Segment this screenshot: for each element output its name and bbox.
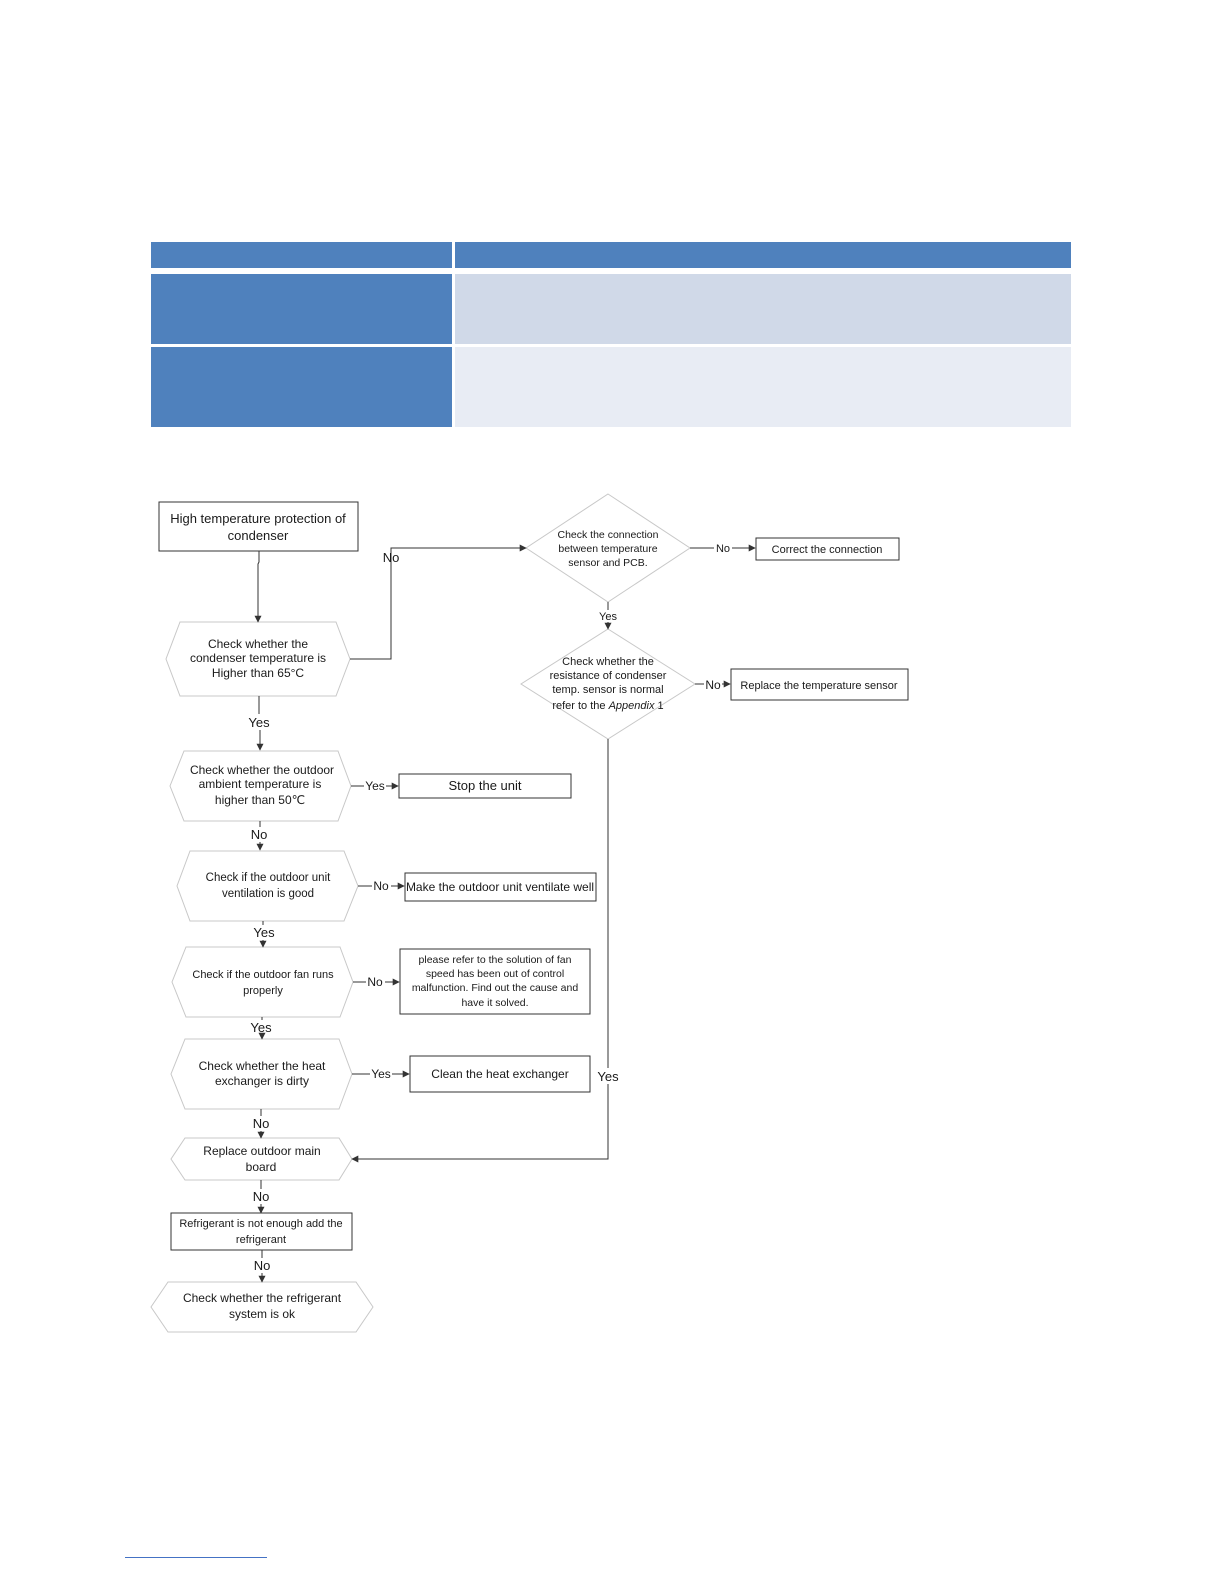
table-header-cell-left — [151, 242, 452, 268]
label-yes-ventilation: Yes — [253, 925, 275, 940]
check-connection-line-2: between temperature — [558, 543, 657, 555]
check-heat-exchanger-node: Check whether the heat exchanger is dirt… — [170, 1038, 353, 1110]
label-yes-ambient: Yes — [365, 779, 385, 793]
fan-solution-line-3: malfunction. Find out the cause and — [412, 982, 579, 994]
label-no-mainboard: No — [253, 1189, 270, 1204]
check-refrigerant-system-node: Check whether the refrigerant system is … — [150, 1281, 374, 1333]
label-no-ambient: No — [251, 827, 268, 842]
refrigerant-low-line-2: refrigerant — [236, 1234, 286, 1246]
check-ventilation-line-1: Check if the outdoor unit — [206, 872, 331, 884]
label-no-resistance: No — [705, 678, 721, 692]
label-no-refrigerant: No — [254, 1258, 271, 1273]
check-condenser-temp-node: Check whether the condenser temperature … — [165, 621, 351, 697]
check-sensor-resistance-line-4: refer to the Appendix 1 — [552, 700, 663, 712]
label-yes-resistance: Yes — [597, 1069, 619, 1084]
label-no-fan: No — [367, 975, 383, 989]
clean-heat-exchanger-box: Clean the heat exchanger — [409, 1055, 591, 1093]
check-heat-exchanger-line-2: exchanger is dirty — [215, 1074, 309, 1088]
replace-main-board-node: Replace outdoor main board — [170, 1137, 353, 1181]
check-fan-line-2: properly — [243, 985, 283, 997]
appendix-ref-number: 1 — [654, 700, 663, 712]
edge-condenser-to-connection-no — [350, 544, 527, 660]
check-connection-line-1: Check the connection — [558, 529, 659, 541]
check-condenser-temp-line-3: Higher than 65°C — [212, 666, 305, 680]
check-refrigerant-system-line-1: Check whether the refrigerant — [183, 1291, 342, 1305]
check-ambient-temp-line-1: Check whether the outdoor — [190, 763, 334, 777]
label-no-ventilation: No — [373, 879, 389, 893]
edge-start-to-condenser-check — [254, 551, 262, 623]
label-yes-condenser: Yes — [248, 715, 270, 730]
check-sensor-resistance-line-3: temp. sensor is normal — [552, 684, 663, 696]
label-no-connection: No — [716, 543, 730, 555]
fan-solution-line-1: please refer to the solution of fan — [419, 954, 572, 966]
clean-heat-exchanger-text: Clean the heat exchanger — [431, 1067, 568, 1081]
check-heat-exchanger-line-1: Check whether the heat — [199, 1059, 326, 1073]
table-row-1-label-cell — [151, 274, 452, 344]
label-no-heat: No — [253, 1116, 270, 1131]
fan-solution-line-4: have it solved. — [461, 997, 528, 1009]
stop-unit-box: Stop the unit — [398, 773, 572, 799]
correct-connection-box: Correct the connection — [755, 537, 900, 561]
replace-main-board-line-1: Replace outdoor main — [203, 1144, 320, 1158]
appendix-ref-prefix: refer to the — [552, 700, 608, 712]
table-header-cell-right — [455, 242, 1071, 268]
refrigerant-low-box: Refrigerant is not enough add the refrig… — [170, 1212, 353, 1251]
footnote-separator — [125, 1557, 267, 1558]
replace-sensor-box: Replace the temperature sensor — [730, 668, 909, 701]
check-sensor-resistance-diamond: Check whether the resistance of condense… — [520, 628, 696, 740]
refrigerant-low-line-1: Refrigerant is not enough add the — [179, 1218, 342, 1230]
fan-solution-box: please refer to the solution of fan spee… — [399, 948, 591, 1015]
label-no-condenser: No — [383, 550, 400, 565]
table-row-1-value-cell — [455, 274, 1071, 344]
start-box-line-1: High temperature protection of — [170, 511, 346, 526]
label-yes-fan: Yes — [250, 1020, 272, 1035]
appendix-ref-italic: Appendix — [608, 700, 655, 712]
check-ventilation-node: Check if the outdoor unit ventilation is… — [176, 850, 359, 922]
check-condenser-temp-line-2: condenser temperature is — [190, 651, 326, 665]
start-box: High temperature protection of condenser — [158, 501, 359, 552]
correct-connection-text: Correct the connection — [772, 544, 883, 556]
replace-main-board-line-2: board — [246, 1160, 277, 1174]
start-box-line-2: condenser — [228, 528, 289, 543]
edge-resistance-to-mainboard-yes-b — [351, 1084, 609, 1163]
check-connection-line-3: sensor and PCB. — [568, 557, 647, 569]
check-ambient-temp-line-2: ambient temperature is — [199, 777, 322, 791]
check-ventilation-line-2: ventilation is good — [222, 888, 314, 900]
replace-sensor-text: Replace the temperature sensor — [740, 680, 897, 692]
check-sensor-resistance-line-2: resistance of condenser — [550, 670, 667, 682]
check-connection-diamond: Check the connection between temperature… — [525, 493, 691, 603]
check-sensor-resistance-line-1: Check whether the — [562, 656, 654, 668]
make-ventilate-box: Make the outdoor unit ventilate well — [404, 872, 597, 902]
check-fan-line-1: Check if the outdoor fan runs — [192, 969, 334, 981]
label-yes-heat: Yes — [371, 1067, 391, 1081]
check-ambient-temp-line-3: higher than 50℃ — [215, 793, 305, 807]
check-refrigerant-system-line-2: system is ok — [229, 1307, 296, 1321]
table-row-2-value-cell — [455, 347, 1071, 427]
make-ventilate-text: Make the outdoor unit ventilate well — [406, 880, 594, 894]
fan-solution-line-2: speed has been out of control — [426, 968, 564, 980]
check-condenser-temp-line-1: Check whether the — [208, 637, 308, 651]
check-ambient-temp-node: Check whether the outdoor ambient temper… — [169, 750, 352, 822]
check-fan-node: Check if the outdoor fan runs properly — [171, 946, 354, 1018]
stop-unit-text: Stop the unit — [449, 778, 522, 793]
label-yes-connection: Yes — [599, 611, 617, 623]
table-row-2-label-cell — [151, 347, 452, 427]
